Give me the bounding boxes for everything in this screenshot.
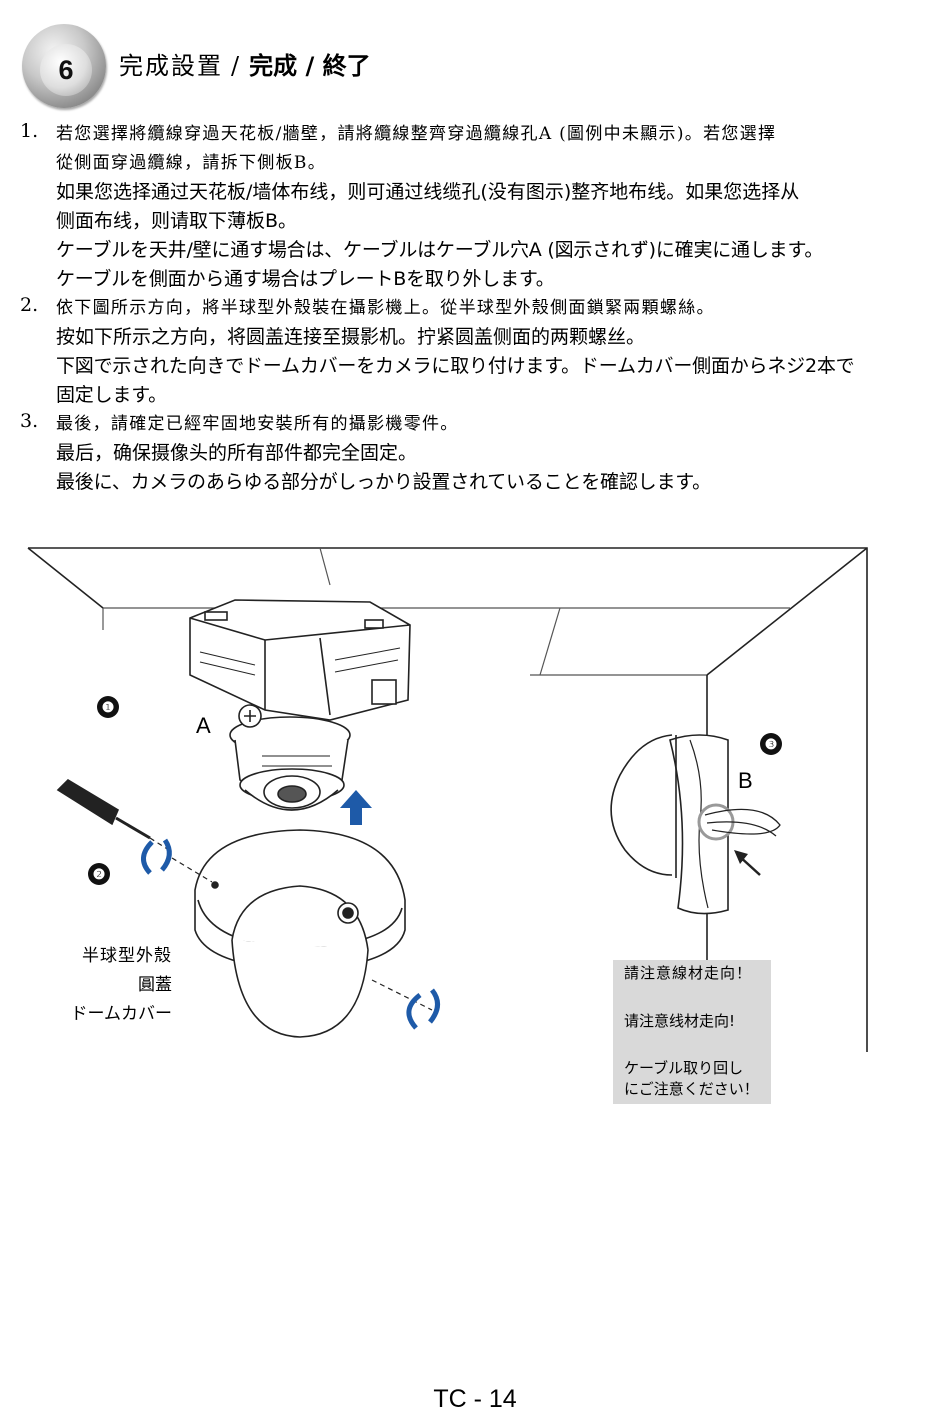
marker-1: ❶ <box>97 696 119 718</box>
dome-cover <box>171 829 433 1038</box>
marker-3: ❸ <box>760 733 782 755</box>
step-text-tc: 依下圖所示方向，將半球型外殼裝在攝影機上。從半球型外殼側面鎖緊兩顆螺絲。 <box>56 298 715 318</box>
step-text-tc: 若您選擇將纜線穿過天花板/牆壁，請將纜線整齊穿過纜線孔A (圖例中未顯示)。若您… <box>56 124 777 144</box>
illustration-drawing <box>27 547 868 1057</box>
step-text-sc: 侧面布线，则请取下薄板B。 <box>56 210 298 232</box>
label-plate-b: B <box>738 768 753 793</box>
instruction-step-1: 1. 若您選擇將纜線穿過天花板/牆壁，請將纜線整齊穿過纜線孔A (圖例中未顯示)… <box>20 120 948 294</box>
marker-2: ❷ <box>88 863 110 885</box>
lift-arrow-icon <box>340 790 372 825</box>
step-text-ja: ケーブルを側面から通す場合はプレートBを取り外します。 <box>56 268 555 290</box>
dome-cover-label: 半球型外殼 圓蓋 ドームカバー <box>50 942 173 1029</box>
step-text-ja: ケーブルを天井/壁に通す場合は、ケーブルはケーブル穴A (図示されず)に確実に通… <box>56 239 824 261</box>
dome-cover-label-sc: 圓蓋 <box>138 975 172 995</box>
note-text-ja: にご注意ください！ <box>624 1080 759 1098</box>
label-cable-hole-a: A <box>196 713 211 738</box>
camera-side-view <box>610 734 781 915</box>
rotate-arrow-icons <box>141 838 440 1030</box>
section-title-tc: 完成設置 <box>119 52 223 80</box>
page-number: TC - 14 <box>433 1385 517 1413</box>
camera-base <box>189 599 411 721</box>
step-index: 3. <box>20 410 39 432</box>
installation-illustration: ❶ ❷ ❸ A B 半球型外殼 圓蓋 ドームカバー 請注意線材走向！ 请注意线材… <box>0 540 950 1120</box>
screwdriver <box>56 778 173 853</box>
step-text-ja: 固定します。 <box>56 384 167 406</box>
camera-module <box>229 704 351 811</box>
step-text-tc: 最後，請確定已經牢固地安裝所有的攝影機零件。 <box>56 414 459 434</box>
step-text-tc: 從側面穿過纜線，請拆下側板B。 <box>56 153 326 173</box>
step-number-badge: 6 <box>22 24 106 108</box>
dome-cover-label-ja: ドームカバー <box>70 1004 173 1024</box>
title-separator: / <box>231 52 240 80</box>
note-text-sc: 请注意线材走向! <box>624 1012 736 1030</box>
step-text-sc: 按如下所示之方向，将圆盖连接至摄影机。拧紧圆盖侧面的两颗螺丝。 <box>56 326 646 348</box>
dome-cover-label-tc: 半球型外殼 <box>82 946 172 966</box>
instruction-list: 1. 若您選擇將纜線穿過天花板/牆壁，請將纜線整齊穿過纜線孔A (圖例中未顯示)… <box>20 120 948 497</box>
cable-routing-note: 請注意線材走向！ 请注意线材走向! ケーブル取り回し にご注意ください！ <box>613 960 771 1104</box>
note-text-tc: 請注意線材走向！ <box>624 964 753 982</box>
step-index: 1. <box>20 120 39 142</box>
step-text-ja: 最後に、カメラのあらゆる部分がしっかり設置されていることを確認します。 <box>56 471 711 493</box>
step-text-sc: 最后，确保摄像头的所有部件都完全固定。 <box>56 442 418 464</box>
instruction-step-2: 2. 依下圖所示方向，將半球型外殼裝在攝影機上。從半球型外殼側面鎖緊兩顆螺絲。 … <box>20 294 948 410</box>
note-text-ja: ケーブル取り回し <box>624 1059 744 1077</box>
step-text-ja: 下図で示された向きでドームカバーをカメラに取り付けます。ドームカバー側面からネジ… <box>56 355 855 377</box>
section-title-sc-ja: 完成 / 終了 <box>249 52 371 80</box>
step-number: 6 <box>40 44 92 96</box>
step-index: 2. <box>20 294 39 316</box>
instruction-step-3: 3. 最後，請確定已經牢固地安裝所有的攝影機零件。 最后，确保摄像头的所有部件都… <box>20 410 948 497</box>
step-text-sc: 如果您选择通过天花板/墙体布线，则可通过线缆孔(没有图示)整齐地布线。如果您选择… <box>56 181 800 203</box>
section-title: 完成設置 / 完成 / 終了 <box>119 46 371 81</box>
